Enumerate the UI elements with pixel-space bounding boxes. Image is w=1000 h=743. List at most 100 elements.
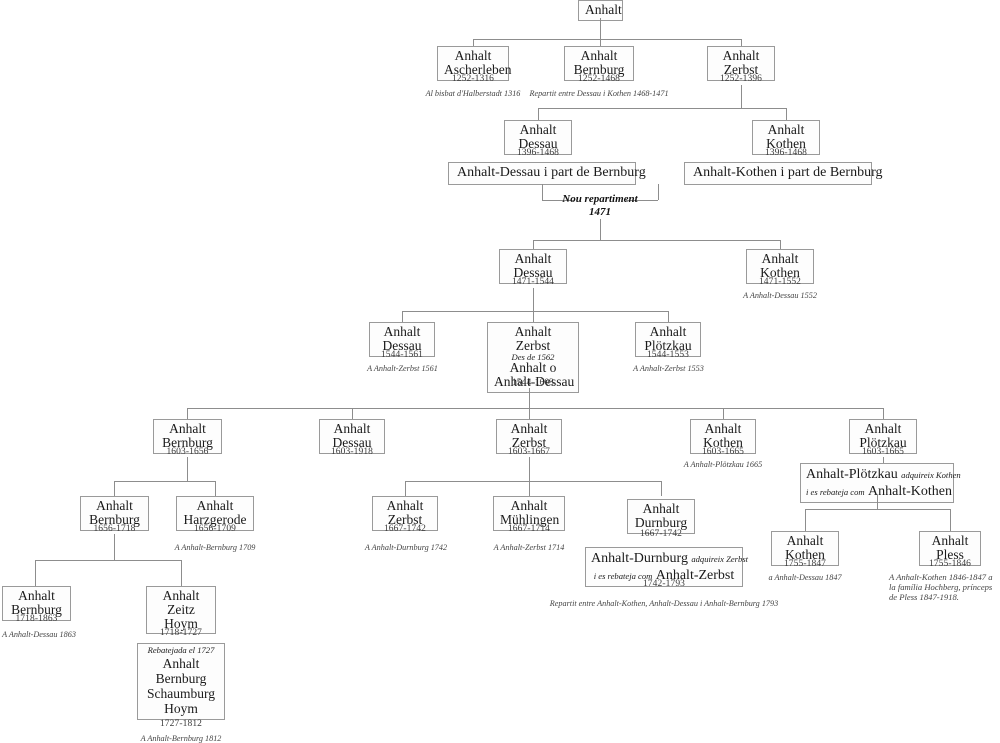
note-label: A Anhalt-Zerbst 1553 (633, 364, 704, 373)
node-anhalt-zerbst-1252[interactable]: Anhalt Zerbst (707, 46, 775, 81)
node-durnburg-acquires-zerbst[interactable]: Anhalt-Durnburg adquireix Zerbst i es re… (585, 547, 748, 588)
node-anhalt-kothen-1471[interactable]: Anhalt Kothen (746, 249, 814, 284)
note-label: A Anhalt-Kothen 1846-1847 a la família H… (889, 572, 993, 603)
node-rebatejada-1727[interactable]: Rebatejada el 1727 Anhalt Bernburg Schau… (137, 643, 225, 721)
connector-v (668, 311, 669, 322)
node-label: Anhalt-Kothen i part de Bernburg (693, 165, 883, 180)
node-anhalt-bernburg-1603[interactable]: Anhalt Bernburg (153, 419, 222, 454)
node-anhalt-kothen-1396[interactable]: Anhalt Kothen (752, 120, 820, 155)
connector-h (473, 39, 741, 40)
merge-small2: i es rebateja com (806, 487, 865, 498)
node-anhalt-dessau-1396[interactable]: Anhalt Dessau (504, 120, 572, 155)
node-label-line3: Schaumburg (147, 685, 215, 701)
note-label: Al bisbat d'Halberstadt 1316 (425, 89, 521, 98)
years-label: 1603-1918 (330, 447, 374, 457)
connector-v (661, 481, 662, 496)
connector-v (114, 481, 115, 496)
node-anhalt-harzgerode[interactable]: Anhalt Harzgerode (176, 496, 254, 531)
node-anhalt-muhlingen[interactable]: Anhalt Mühlingen (493, 496, 565, 531)
connector-h (538, 108, 786, 109)
node-anhalt-kothen-1603[interactable]: Anhalt Kothen (690, 419, 756, 454)
years-label: 1396-1468 (516, 148, 560, 158)
node-anhalt-bernburg-1718[interactable]: Anhalt Bernburg (2, 586, 71, 621)
years-label: 1603-1667 (507, 447, 551, 457)
node-anhalt-dessau-1544[interactable]: Anhalt Dessau (369, 322, 435, 357)
connector-v (529, 457, 530, 481)
node-anhalt-plotzkau-1544[interactable]: Anhalt Plötzkau (635, 322, 701, 357)
node-label-line1: Anhalt (514, 251, 552, 266)
connector-v (529, 481, 530, 496)
node-anhalt-zeitz-hoym[interactable]: Anhalt Zeitz Hoym (146, 586, 216, 635)
node-anhalt-zerbst-1667[interactable]: Anhalt Zerbst (372, 496, 438, 531)
connector-v (883, 457, 884, 463)
years-label: 1727-1812 (159, 719, 203, 729)
connector-h (402, 311, 668, 312)
connector-v (723, 408, 724, 419)
years-label: 1718-1863 (15, 614, 58, 624)
node-label-line2: Pless (936, 546, 964, 562)
years-label: 1755-1847 (783, 559, 827, 569)
node-label-line2: Durnburg (634, 514, 688, 530)
node-label-line1: Anhalt (931, 533, 969, 548)
connector-v (600, 219, 601, 240)
node-anhalt-bernburg-1656[interactable]: Anhalt Bernburg (80, 496, 149, 531)
connector-v (187, 408, 188, 419)
node-label-line2: Dessau (332, 434, 372, 450)
node-anhalt-bernburg-1252[interactable]: Anhalt Bernburg (564, 46, 634, 81)
merge-line2: i es rebateja com Anhalt-Zerbst (591, 567, 737, 584)
node-anhalt-pless[interactable]: Anhalt Pless (919, 531, 981, 566)
note-label: A Anhalt-Plötzkau 1665 (683, 460, 763, 469)
node-label-line2: Dessau (382, 337, 422, 353)
years-label: 1544-1561 (380, 350, 424, 360)
node-label-line2: Plötzkau (644, 337, 692, 353)
note-label: A Anhalt-Zerbst 1561 (367, 364, 438, 373)
connector-v (877, 495, 878, 509)
node-label-line1: Anhalt (383, 324, 421, 339)
connector-v (538, 108, 539, 120)
node-label-sub: Des de 1562 (511, 351, 555, 362)
connector-h (805, 509, 950, 510)
years-label: 1667-1714 (507, 524, 551, 534)
node-label-line4: Hoym (164, 700, 198, 716)
node-label-line1: Anhalt (767, 122, 805, 137)
node-anhalt-ascherleben[interactable]: Anhalt Ascherleben (437, 46, 511, 81)
years-label: 1396-1468 (764, 148, 808, 158)
connector-v (529, 388, 530, 408)
connector-h (35, 560, 181, 561)
connector-v (780, 240, 781, 249)
node-anhalt-kothen-1755[interactable]: Anhalt Kothen (771, 531, 839, 566)
node-anhalt-dessau-1471[interactable]: Anhalt Dessau (499, 249, 567, 284)
node-label-line1: Anhalt (519, 122, 557, 137)
years-label: 1755-1846 (928, 559, 972, 569)
node-anhalt-root[interactable]: Anhalt (578, 0, 623, 21)
node-anhalt-kothen-part-bernburg[interactable]: Anhalt-Kothen i part de Bernburg (684, 162, 883, 186)
node-label-line1: Anhalt (642, 501, 680, 516)
connector-h (187, 408, 883, 409)
node-anhalt-plotzkau-1603[interactable]: Anhalt Plötzkau (849, 419, 917, 454)
connector-h (114, 481, 215, 482)
node-label-line3: Hoym (164, 615, 198, 631)
node-label-line2: Kothen (785, 546, 825, 562)
node-anhalt-dessau-1603[interactable]: Anhalt Dessau (319, 419, 385, 454)
years-label: 1667-1742 (639, 529, 683, 539)
node-label-line2: Bernburg (11, 601, 62, 617)
node-label-line2: Plötzkau (859, 434, 907, 450)
node-anhalt-zerbst-1544[interactable]: Anhalt Zerbst Des de 1562 Anhalt o Anhal… (487, 322, 579, 393)
node-anhalt-zerbst-1603[interactable]: Anhalt Zerbst (496, 419, 562, 454)
note-label: A Anhalt-Zerbst 1714 (493, 543, 565, 552)
years-label: 1718-1727 (159, 628, 203, 638)
years-label: 1656-1709 (193, 524, 237, 534)
node-label-line1: Anhalt (864, 421, 902, 436)
connector-h (533, 240, 780, 241)
node-label-line4: Anhalt-Dessau (494, 374, 575, 390)
node-label-line1: Anhalt (196, 498, 234, 513)
node-label-line1: Anhalt (704, 421, 742, 436)
connector-v (950, 509, 951, 531)
node-anhalt-dessau-part-bernburg[interactable]: Anhalt-Dessau i part de Bernburg (448, 162, 646, 186)
connector-h (405, 481, 661, 482)
node-label-line2: Zerbst (511, 434, 547, 450)
node-label-line2: Mühlingen (500, 511, 560, 527)
connector-h (626, 200, 658, 201)
connector-v (533, 288, 534, 311)
node-anhalt-durnburg[interactable]: Anhalt Durnburg (627, 499, 695, 534)
